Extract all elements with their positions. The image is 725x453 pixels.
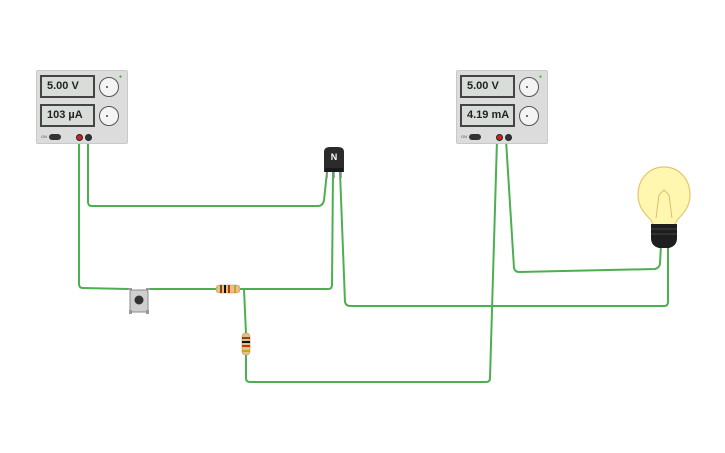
voltage-display: 5.00 V	[460, 75, 515, 98]
wire-junction-to-resistor2[interactable]	[243, 288, 247, 335]
wire-transistor-to-bulb[interactable]	[339, 171, 669, 307]
wire-psu2-neg-to-bulb[interactable]	[505, 139, 662, 273]
wires	[78, 139, 669, 383]
negative-terminal[interactable]	[505, 134, 512, 141]
push-button[interactable]	[128, 288, 150, 314]
power-supply-right[interactable]: 5.00 V 4.19 mA ● ON	[456, 70, 548, 144]
current-knob[interactable]	[519, 106, 539, 126]
current-knob[interactable]	[99, 106, 119, 126]
transistor-label: N	[330, 152, 338, 162]
switch-label: ON	[461, 134, 467, 139]
wire-resistor-to-transistor[interactable]	[240, 171, 334, 290]
light-bulb[interactable]	[637, 166, 691, 248]
negative-terminal[interactable]	[85, 134, 92, 141]
voltage-display: 5.00 V	[40, 75, 95, 98]
wire-resistor2-to-psu2[interactable]	[245, 139, 498, 383]
resistor-horizontal[interactable]	[215, 284, 241, 294]
voltage-knob[interactable]	[99, 77, 119, 97]
indicator-icon: ●	[539, 74, 543, 80]
resistor-vertical[interactable]	[241, 332, 251, 356]
wire-psu1-pos-to-button[interactable]	[78, 140, 131, 290]
current-display: 4.19 mA	[460, 104, 515, 127]
current-display: 103 µA	[40, 104, 95, 127]
voltage-knob[interactable]	[519, 77, 539, 97]
power-supply-left[interactable]: 5.00 V 103 µA ● ON	[36, 70, 128, 144]
switch-label: ON	[41, 134, 47, 139]
wire-psu1-neg-to-transistor[interactable]	[87, 140, 328, 207]
power-switch[interactable]	[469, 134, 481, 140]
positive-terminal[interactable]	[496, 134, 503, 141]
npn-transistor[interactable]	[324, 147, 344, 178]
positive-terminal[interactable]	[76, 134, 83, 141]
power-switch[interactable]	[49, 134, 61, 140]
indicator-icon: ●	[119, 74, 123, 80]
